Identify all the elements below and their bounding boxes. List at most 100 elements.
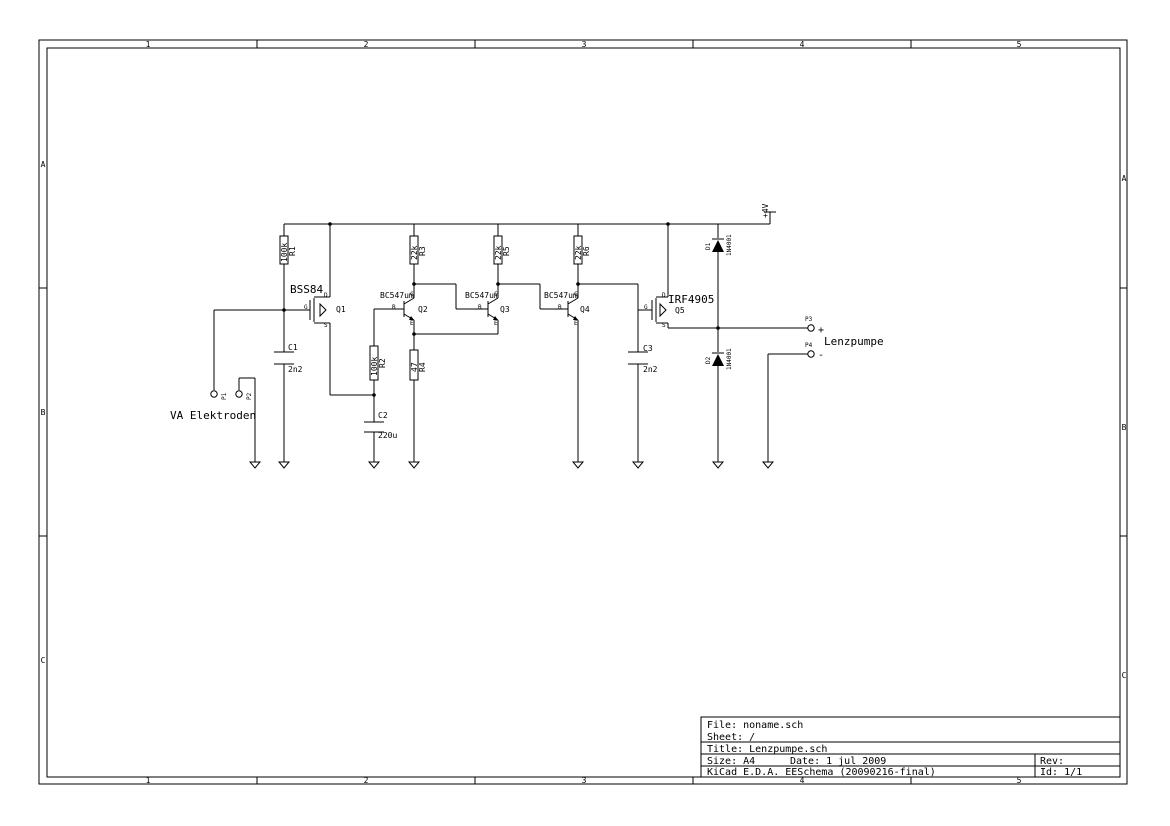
ground-icon	[277, 461, 291, 469]
zone-row-b-left: B	[41, 408, 46, 417]
zone-col-1-top: 1	[146, 40, 151, 49]
q5-pin-g: G	[644, 304, 648, 311]
q5-pin-s: S	[662, 322, 666, 329]
q5-pin-d: D	[662, 292, 666, 299]
r2-value: 100k	[370, 357, 379, 376]
c1-ref: C1	[288, 343, 298, 352]
capacitor-c1: C1 2n2	[274, 343, 303, 374]
resistor-r3: 22k R3	[409, 235, 427, 265]
zone-col-2-bottom: 2	[364, 776, 369, 785]
c3-ref: C3	[643, 344, 653, 353]
r6-value: 22k	[574, 245, 583, 260]
q1-pin-d: D	[324, 292, 328, 299]
connector-p1: P1	[210, 390, 228, 400]
r3-ref: R3	[418, 246, 427, 256]
q3-pin-c: C	[494, 291, 498, 298]
ground-icon	[631, 461, 645, 469]
zone-col-2-top: 2	[364, 40, 369, 49]
p2-ref: P2	[246, 392, 253, 400]
q5-ref: Q5	[675, 306, 685, 315]
q4-value: BC547um	[544, 291, 578, 300]
r4-ref: R4	[418, 362, 427, 372]
ground-icon	[248, 461, 262, 469]
q3-pin-b: B	[478, 304, 482, 311]
q4-ref: Q4	[580, 305, 590, 314]
c1-value: 2n2	[288, 365, 303, 374]
p4-ref: P4	[805, 342, 813, 349]
q5-value: IRF4905	[668, 293, 714, 306]
c2-value: 220u	[378, 431, 397, 440]
q4-pin-b: B	[558, 304, 562, 311]
connector-p3: P3 +	[805, 316, 824, 336]
transistor-q4: BC547um Q4 B C E	[544, 291, 590, 327]
q2-pin-e: E	[410, 320, 414, 327]
p3-sign: +	[818, 325, 824, 336]
tb-date: Date: 1 jul 2009	[790, 756, 886, 767]
q2-value: BC547um	[380, 291, 414, 300]
r6-ref: R6	[582, 246, 591, 256]
ground-icon	[761, 461, 775, 469]
q3-ref: Q3	[500, 305, 510, 314]
resistor-r4: 47 R4	[409, 349, 427, 381]
q1-ref: Q1	[336, 305, 346, 314]
d1-value: 1N4001	[726, 234, 733, 256]
r5-ref: R5	[502, 246, 511, 256]
zone-col-5-top: 5	[1017, 40, 1022, 49]
ground-symbols	[248, 461, 775, 469]
d1-ref: D1	[705, 242, 712, 250]
zone-row-c-right: C	[1122, 671, 1127, 680]
connector-p2: P2	[235, 390, 253, 400]
q2-pin-c: C	[410, 291, 414, 298]
zone-col-4-top: 4	[800, 40, 805, 49]
ground-icon	[367, 461, 381, 469]
q1-value: BSS84	[290, 283, 323, 296]
q4-pin-e: E	[574, 320, 578, 327]
r2-ref: R2	[378, 358, 387, 368]
tb-sheet: Sheet: /	[707, 732, 755, 743]
diode-d1: D1 1N4001	[705, 234, 733, 256]
tb-rev: Rev:	[1040, 756, 1064, 767]
zone-col-4-bottom: 4	[800, 776, 805, 785]
q4-pin-c: C	[574, 291, 578, 298]
q1-pin-g: G	[304, 304, 308, 311]
d2-value: 1N4001	[726, 348, 733, 370]
transistor-q2: BC547um Q2 B C E	[380, 291, 428, 327]
resistor-r5: 22k R5	[493, 235, 511, 265]
zone-row-a-left: A	[41, 160, 46, 169]
diode-d2: D2 1N4001	[705, 348, 733, 370]
zone-col-3-top: 3	[582, 40, 587, 49]
supply-symbol: +4V	[761, 203, 776, 218]
connector-p4: P4 -	[805, 342, 824, 361]
zone-col-5-bottom: 5	[1017, 776, 1022, 785]
c3-value: 2n2	[643, 365, 658, 374]
zone-col-3-bottom: 3	[582, 776, 587, 785]
wires	[213, 212, 808, 462]
zone-row-c-left: C	[41, 656, 46, 665]
zone-row-a-right: A	[1122, 174, 1127, 183]
mosfet-q1: BSS84 Q1 G D S	[290, 283, 346, 329]
ground-icon	[711, 461, 725, 469]
title-block: File: noname.sch Sheet: / Title: Lenzpum…	[700, 716, 1121, 778]
drawing-frame	[38, 39, 1128, 785]
pump-label: Lenzpumpe	[824, 335, 884, 348]
transistor-q3: BC547um Q3 B C E	[465, 291, 510, 327]
r1-ref: R1	[288, 246, 297, 256]
q3-value: BC547um	[465, 291, 499, 300]
tb-size: Size: A4	[707, 756, 755, 767]
ground-icon	[407, 461, 421, 469]
resistor-r2: 100k R2	[369, 345, 387, 381]
p1-ref: P1	[221, 392, 228, 400]
q2-pin-b: B	[392, 304, 396, 311]
tb-id: Id: 1/1	[1040, 767, 1082, 778]
r1-value: 100k	[280, 243, 289, 262]
electrodes-label: VA Elektroden	[170, 409, 256, 422]
q1-pin-s: S	[324, 322, 328, 329]
d2-ref: D2	[705, 356, 712, 364]
ground-icon	[571, 461, 585, 469]
capacitor-c3: C3 2n2	[628, 344, 658, 374]
q2-ref: Q2	[418, 305, 428, 314]
c2-ref: C2	[378, 411, 388, 420]
mosfet-q5: IRF4905 Q5 G D S	[644, 292, 714, 329]
frame-zone-labels: 1 2 3 4 5 1 2 3 4 5 A B C A B C	[41, 40, 1127, 785]
